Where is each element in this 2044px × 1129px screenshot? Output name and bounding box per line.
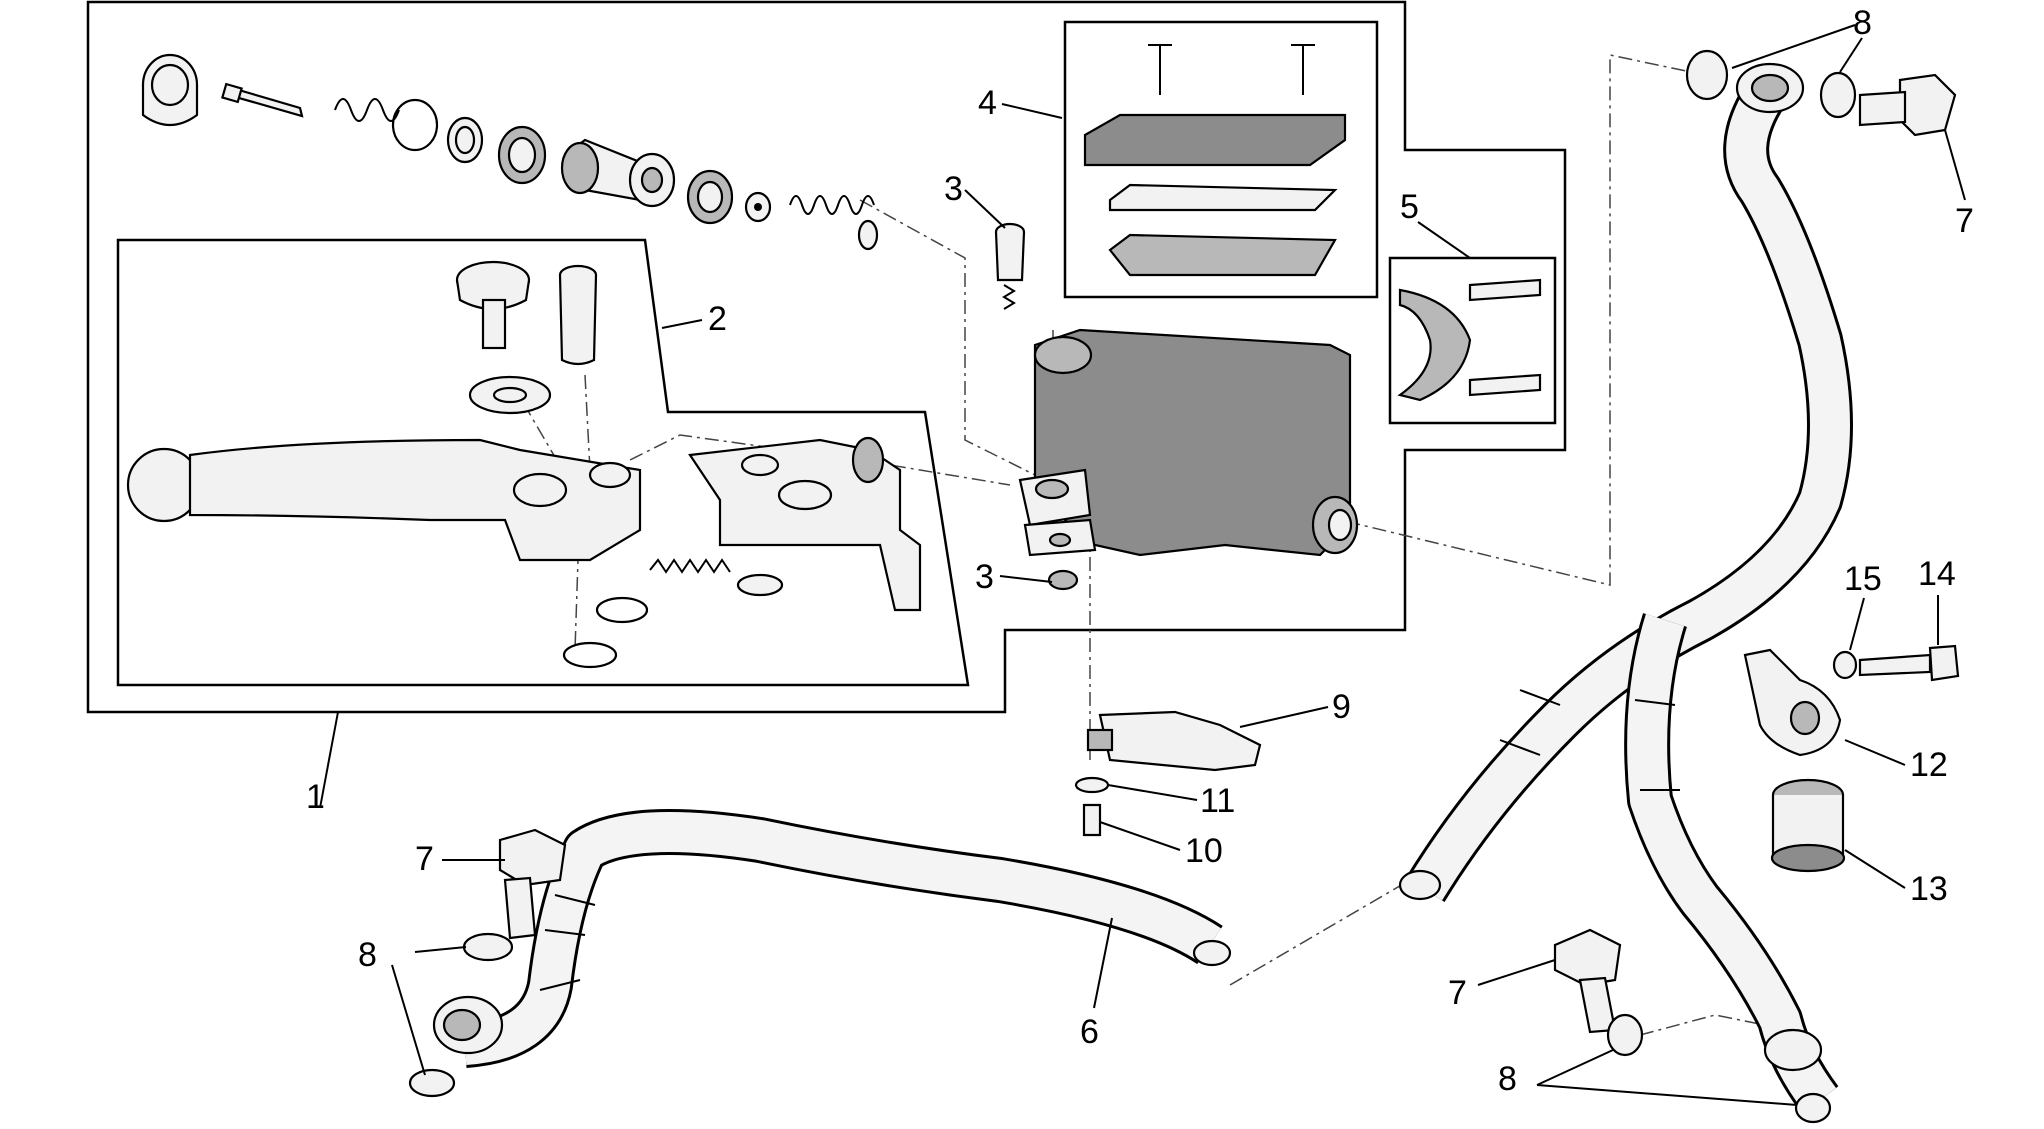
callout-7-right-bottom: 7	[1448, 974, 1467, 1012]
bolt-3-part	[994, 222, 1026, 310]
lever-circlip-part	[562, 596, 649, 669]
lever-spring-part	[649, 558, 731, 574]
callout-labels: 1 2 3 3 4 5 6 7 7 7 8 8 8 9 10 11 12 13 …	[306, 4, 1974, 1098]
assembly-1-frame	[86, 0, 1567, 714]
reservoir-cover-4-frame	[1063, 20, 1379, 299]
callout-8-bottom-right: 8	[1498, 1060, 1517, 1098]
seal-2-part	[686, 169, 734, 225]
callout-14: 14	[1918, 555, 1956, 593]
small-spring-part	[334, 98, 400, 122]
lever-washer-part	[468, 375, 552, 415]
pivot-pin-part	[558, 264, 598, 366]
clamp-5-frame	[1388, 256, 1557, 425]
callout-3-top: 3	[944, 170, 963, 208]
seal-part	[497, 125, 547, 185]
piston-parts-row	[141, 53, 879, 251]
brake-light-switch-part	[1086, 710, 1262, 772]
return-spring-part	[789, 195, 879, 251]
adjuster-knob-part	[455, 260, 531, 350]
hose-guide-12-part	[1743, 648, 1842, 757]
callout-11: 11	[1200, 782, 1235, 820]
callout-8-left: 8	[358, 936, 377, 974]
banjo-bolt-7c-part	[1553, 928, 1622, 1034]
callout-10: 10	[1185, 832, 1223, 870]
callout-5: 5	[1400, 188, 1419, 226]
switch-washer-part	[1074, 776, 1110, 794]
dust-cap-part	[141, 53, 199, 127]
reservoir-cover-part	[1083, 44, 1347, 277]
nut-3-part	[1047, 569, 1079, 591]
circlip-part	[391, 98, 439, 152]
callout-6: 6	[1080, 1013, 1099, 1051]
callout-15: 15	[1844, 560, 1882, 598]
callout-13: 13	[1910, 870, 1948, 908]
callout-7-left: 7	[415, 840, 434, 878]
washer-15-part	[1832, 650, 1858, 680]
callout-7-right-top: 7	[1955, 202, 1974, 240]
leader-lines	[319, 24, 1966, 1106]
callout-8-top-right: 8	[1853, 4, 1872, 42]
callout-12: 12	[1910, 746, 1948, 784]
lever-bracket-part	[688, 436, 922, 612]
banjo-bolt-7a-part	[498, 828, 567, 940]
crush-washer-8-set-part	[1606, 49, 1857, 1124]
grommet-13-part	[1770, 778, 1846, 873]
piston-part	[560, 138, 676, 208]
lever-subassembly-2-frame	[116, 238, 970, 687]
washer-part	[446, 116, 484, 164]
master-cylinder-body-part	[1018, 328, 1359, 557]
switch-screw-part	[1082, 803, 1102, 837]
small-washer-part	[744, 191, 772, 223]
callout-4: 4	[978, 84, 997, 122]
callout-1: 1	[306, 778, 325, 816]
handlebar-clamp-part	[1397, 278, 1542, 402]
callout-9: 9	[1332, 688, 1351, 726]
brake-hose-6-part	[432, 809, 1232, 1068]
screw-14-part	[1858, 644, 1960, 682]
brake-hose-right-part	[1398, 62, 1853, 1114]
banjo-bolt-7b-part	[1858, 73, 1957, 137]
brake-lever-part	[126, 438, 642, 562]
callout-2: 2	[708, 300, 727, 338]
push-rod-part	[221, 82, 304, 118]
callout-3-bottom: 3	[975, 558, 994, 596]
